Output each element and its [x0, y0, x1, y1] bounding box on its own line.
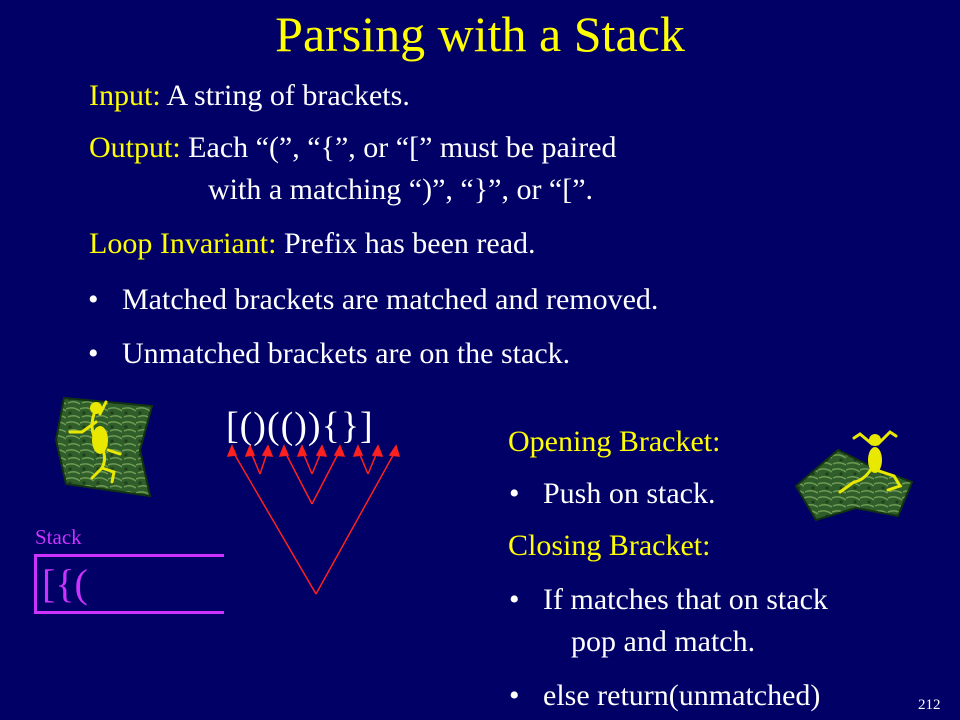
closing-bullet: If matches that on stack	[509, 582, 828, 618]
input-text: A string of brackets.	[166, 79, 410, 112]
invariant-label: Loop Invariant:	[89, 227, 277, 260]
closing-label: Closing Bracket:	[508, 529, 711, 562]
frog-on-lily-pad-right-icon	[794, 430, 914, 522]
closing-bullet-line2: pop and match.	[571, 625, 756, 658]
bullet-unmatched: Unmatched brackets are on the stack.	[88, 336, 570, 372]
slide-number: 212	[918, 697, 941, 713]
stack-label: Stack	[35, 525, 82, 549]
matching-arrows	[226, 444, 401, 595]
output-label: Output:	[89, 131, 181, 164]
bullet-matched: Matched brackets are matched and removed…	[88, 282, 658, 318]
stack-box	[34, 554, 224, 614]
output-line2: with a matching “)”, “}”, or “[”.	[208, 173, 594, 206]
input-line: Input: A string of brackets.	[89, 78, 410, 114]
invariant-text: Prefix has been read.	[283, 227, 536, 260]
output-line: Output: Each “(”, “{”, or “[” must be pa…	[89, 130, 617, 166]
frog-on-lily-pad-left-icon	[54, 396, 154, 498]
output-line1: Each “(”, “{”, or “[” must be paired	[188, 131, 617, 164]
slide-title: Parsing with a Stack	[275, 6, 685, 62]
invariant-line: Loop Invariant: Prefix has been read.	[89, 226, 536, 262]
stack-contents: [{(	[42, 561, 88, 606]
opening-bullet: Push on stack.	[509, 476, 715, 512]
input-label: Input:	[89, 79, 161, 112]
else-bullet: else return(unmatched)	[509, 678, 820, 714]
bracket-string: [()(()){}]	[226, 405, 374, 447]
opening-label: Opening Bracket:	[508, 425, 721, 458]
